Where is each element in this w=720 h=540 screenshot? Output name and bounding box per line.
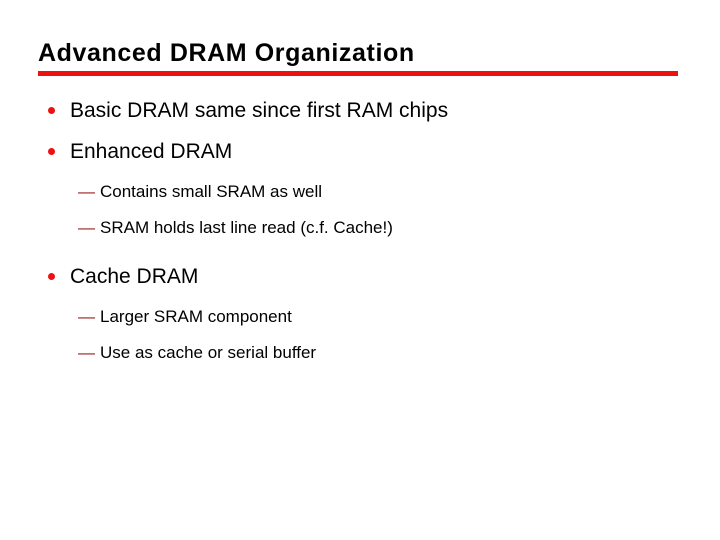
bullet-dot-icon xyxy=(48,148,55,155)
bullet-item-level2: — Use as cache or serial buffer xyxy=(38,335,688,371)
em-dash-icon: — xyxy=(78,307,95,326)
bullet-dot-icon xyxy=(48,273,55,280)
bullet-label: Contains small SRAM as well xyxy=(100,182,323,201)
bullet-item-level1: Cache DRAM xyxy=(38,256,688,297)
bullet-item-level2: — Contains small SRAM as well xyxy=(38,174,688,210)
title-block: Advanced DRAM Organization xyxy=(38,38,678,68)
bullet-item-level1: Enhanced DRAM xyxy=(38,131,688,172)
bullet-label: SRAM holds last line read (c.f. Cache!) xyxy=(100,218,393,237)
em-dash-icon: — xyxy=(78,182,95,201)
bullet-dot-icon xyxy=(48,107,55,114)
bullet-item-level1: Basic DRAM same since first RAM chips xyxy=(38,90,688,131)
title-underline-rule xyxy=(38,71,678,76)
bullet-item-level2: — SRAM holds last line read (c.f. Cache!… xyxy=(38,210,688,246)
bullet-label: Enhanced DRAM xyxy=(70,140,233,163)
slide-body: Basic DRAM same since first RAM chips En… xyxy=(38,90,688,371)
em-dash-icon: — xyxy=(78,218,95,237)
bullet-label: Use as cache or serial buffer xyxy=(100,343,317,362)
em-dash-icon: — xyxy=(78,343,95,362)
bullet-item-level2: — Larger SRAM component xyxy=(38,299,688,335)
bullet-label: Basic DRAM same since first RAM chips xyxy=(70,99,449,122)
bullet-label: Larger SRAM component xyxy=(100,307,292,326)
page-title: Advanced DRAM Organization xyxy=(38,39,415,67)
bullet-label: Cache DRAM xyxy=(70,265,199,288)
